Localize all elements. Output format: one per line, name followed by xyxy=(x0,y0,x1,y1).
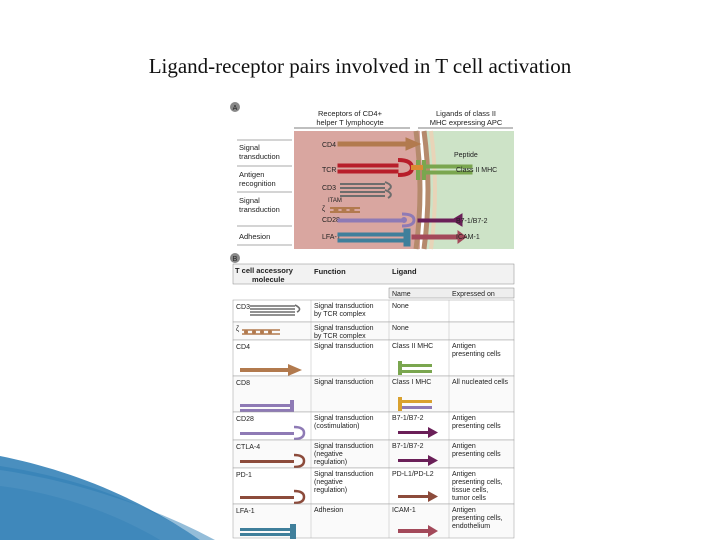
receptor-label-zeta: ζ xyxy=(322,206,325,213)
t-cell-region xyxy=(294,131,420,249)
table-row: CD4 Signal transduction Class II MHC Antige… xyxy=(233,340,514,376)
table-row: PD-1 Signal transduction(negativeregulati… xyxy=(233,468,514,504)
function-label-2-line2: recognition xyxy=(239,179,276,188)
apc-region xyxy=(426,131,514,249)
row-ligand-name: Class I MHC xyxy=(392,379,431,386)
header-expressed-on: Expressed on xyxy=(452,291,495,298)
row-ligand-name: None xyxy=(392,303,409,310)
ligands-header-line1: Ligands of class II xyxy=(436,109,496,118)
function-label-3-line1: Signal xyxy=(239,196,260,205)
ligand-label-class-ii-mhc: Class II MHC xyxy=(456,167,497,174)
row-molecule-name: LFA-1 xyxy=(236,508,255,515)
row-expressed-on: presenting cells, xyxy=(452,479,503,486)
row-function-text: Signal transduction xyxy=(314,471,374,478)
row-molecule-name: CD28 xyxy=(236,416,254,423)
row-ligand-name: ICAM-1 xyxy=(392,507,416,514)
ligand-label-b7: B7-1/B7-2 xyxy=(456,218,488,225)
receptor-label-cd4: CD4 xyxy=(322,142,336,149)
row-expressed-on: Antigen xyxy=(452,507,476,514)
header-molecule-line2: molecule xyxy=(252,275,285,284)
function-label-1-line1: Signal xyxy=(239,143,260,152)
row-ligand-name: B7-1/B7-2 xyxy=(392,415,424,422)
row-function-text: Signal transduction xyxy=(314,303,374,310)
function-label-2-line1: Antigen xyxy=(239,170,264,179)
row-ligand-name: Class II MHC xyxy=(392,343,433,350)
corner-swoosh-decoration xyxy=(0,456,215,540)
row-expressed-on: Antigen xyxy=(452,343,476,350)
ligand-label-icam1: ICAM-1 xyxy=(456,234,480,241)
row-expressed-on: presenting cells xyxy=(452,451,501,458)
row-expressed-on: tumor cells xyxy=(452,495,486,502)
row-function-text: by TCR complex xyxy=(314,311,366,318)
row-function-text: (costimulation) xyxy=(314,423,360,430)
function-label-4: Adhesion xyxy=(239,232,270,241)
row-molecule-name: CTLA-4 xyxy=(236,444,260,451)
table-row: CD8 Signal transduction Class I MHC All nuc… xyxy=(233,376,514,412)
panel-b-letter: B xyxy=(233,256,238,263)
row-molecule-name: CD8 xyxy=(236,380,250,387)
row-function-text: Signal transduction xyxy=(314,443,374,450)
row-expressed-on: presenting cells, xyxy=(452,515,503,522)
row-function-text: Adhesion xyxy=(314,507,343,514)
function-label-1-line2: transduction xyxy=(239,152,280,161)
receptor-label-tcr: TCR xyxy=(322,167,336,174)
row-molecule-name: ζ xyxy=(236,326,239,333)
receptors-header-line1: Receptors of CD4+ xyxy=(318,109,383,118)
row-expressed-on: Antigen xyxy=(452,415,476,422)
ligands-header-line2: MHC expressing APC xyxy=(430,118,503,127)
apc-membrane xyxy=(424,131,428,249)
table-row: CD28 Signal transduction(costimulation) B7… xyxy=(233,412,514,440)
row-ligand-name: B7-1/B7-2 xyxy=(392,443,424,450)
receptor-label-cd28: CD28 xyxy=(322,217,340,224)
row-molecule-name: PD-1 xyxy=(236,472,252,479)
row-expressed-on: endothelium xyxy=(452,523,490,530)
row-function-text: by TCR complex xyxy=(314,333,366,340)
row-function-text: Signal transduction xyxy=(314,379,374,386)
row-ligand-name: PD-L1/PD-L2 xyxy=(392,471,434,478)
row-expressed-on: Antigen xyxy=(452,471,476,478)
row-expressed-on: presenting cells xyxy=(452,351,501,358)
row-expressed-on: presenting cells xyxy=(452,423,501,430)
row-function-text: Signal transduction xyxy=(314,415,374,422)
function-label-3-line2: transduction xyxy=(239,205,280,214)
row-ligand-name: None xyxy=(392,325,409,332)
row-function-text: regulation) xyxy=(314,459,347,466)
panel-b: B T cell accessory molecule Function Lig… xyxy=(230,253,514,539)
row-function-text: Signal transduction xyxy=(314,343,374,350)
row-function-text: (negative xyxy=(314,479,343,486)
receptors-header-line2: helper T lymphocyte xyxy=(316,118,383,127)
row-expressed-on: tissue cells, xyxy=(452,487,488,494)
header-ligand-name: Name xyxy=(392,291,411,298)
row-molecule-name: CD4 xyxy=(236,344,250,351)
header-molecule-line1: T cell accessory xyxy=(235,266,294,275)
panel-a-letter: A xyxy=(233,105,238,112)
table-row: CTLA-4 Signal transduction(negativeregula… xyxy=(233,440,514,468)
panel-a: A Receptors of CD4+ helper T lymphocyte … xyxy=(230,102,514,249)
row-function-text: Signal transduction xyxy=(314,325,374,332)
header-function: Function xyxy=(314,267,346,276)
receptor-label-cd3: CD3 xyxy=(322,185,336,192)
receptor-label-itam: ITAM xyxy=(328,198,342,204)
ligand-label-peptide: Peptide xyxy=(454,152,478,159)
peptide-glyph xyxy=(411,165,423,170)
row-molecule-name: CD3 xyxy=(236,304,250,311)
row-expressed-on: All nucleated cells xyxy=(452,379,509,386)
row-expressed-on: Antigen xyxy=(452,443,476,450)
row-function-text: (negative xyxy=(314,451,343,458)
header-ligand: Ligand xyxy=(392,267,417,276)
row-function-text: regulation) xyxy=(314,487,347,494)
